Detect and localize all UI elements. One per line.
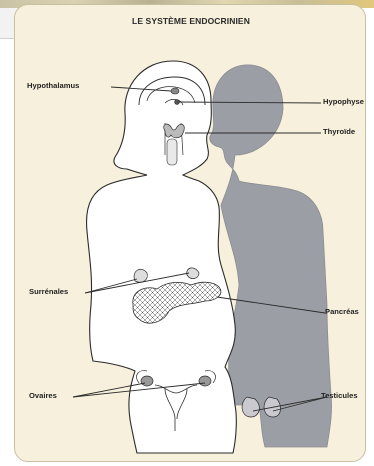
diagram-title: LE SYSTÈME ENDOCRINIEN [15, 16, 366, 26]
label-surrenales: Surrénales [29, 287, 68, 296]
ovary-right [199, 376, 211, 386]
hypothalamus-gland [171, 88, 179, 94]
label-thyroide: Thyroïde [323, 127, 355, 136]
endocrine-diagram [15, 5, 366, 462]
label-pancreas: Pancréas [325, 307, 359, 316]
adrenal-gland-left [134, 269, 147, 282]
label-hypophyse: Hypophyse [323, 97, 364, 106]
ovary-left [141, 376, 153, 386]
pituitary-gland [175, 100, 180, 105]
label-testicules: Testicules [321, 391, 358, 400]
endocrine-diagram-panel: LE SYSTÈME ENDOCRINIEN Hypothalamus Hypo… [14, 4, 366, 462]
label-hypothalamus: Hypothalamus [27, 81, 79, 90]
label-ovaires: Ovaires [29, 391, 57, 400]
